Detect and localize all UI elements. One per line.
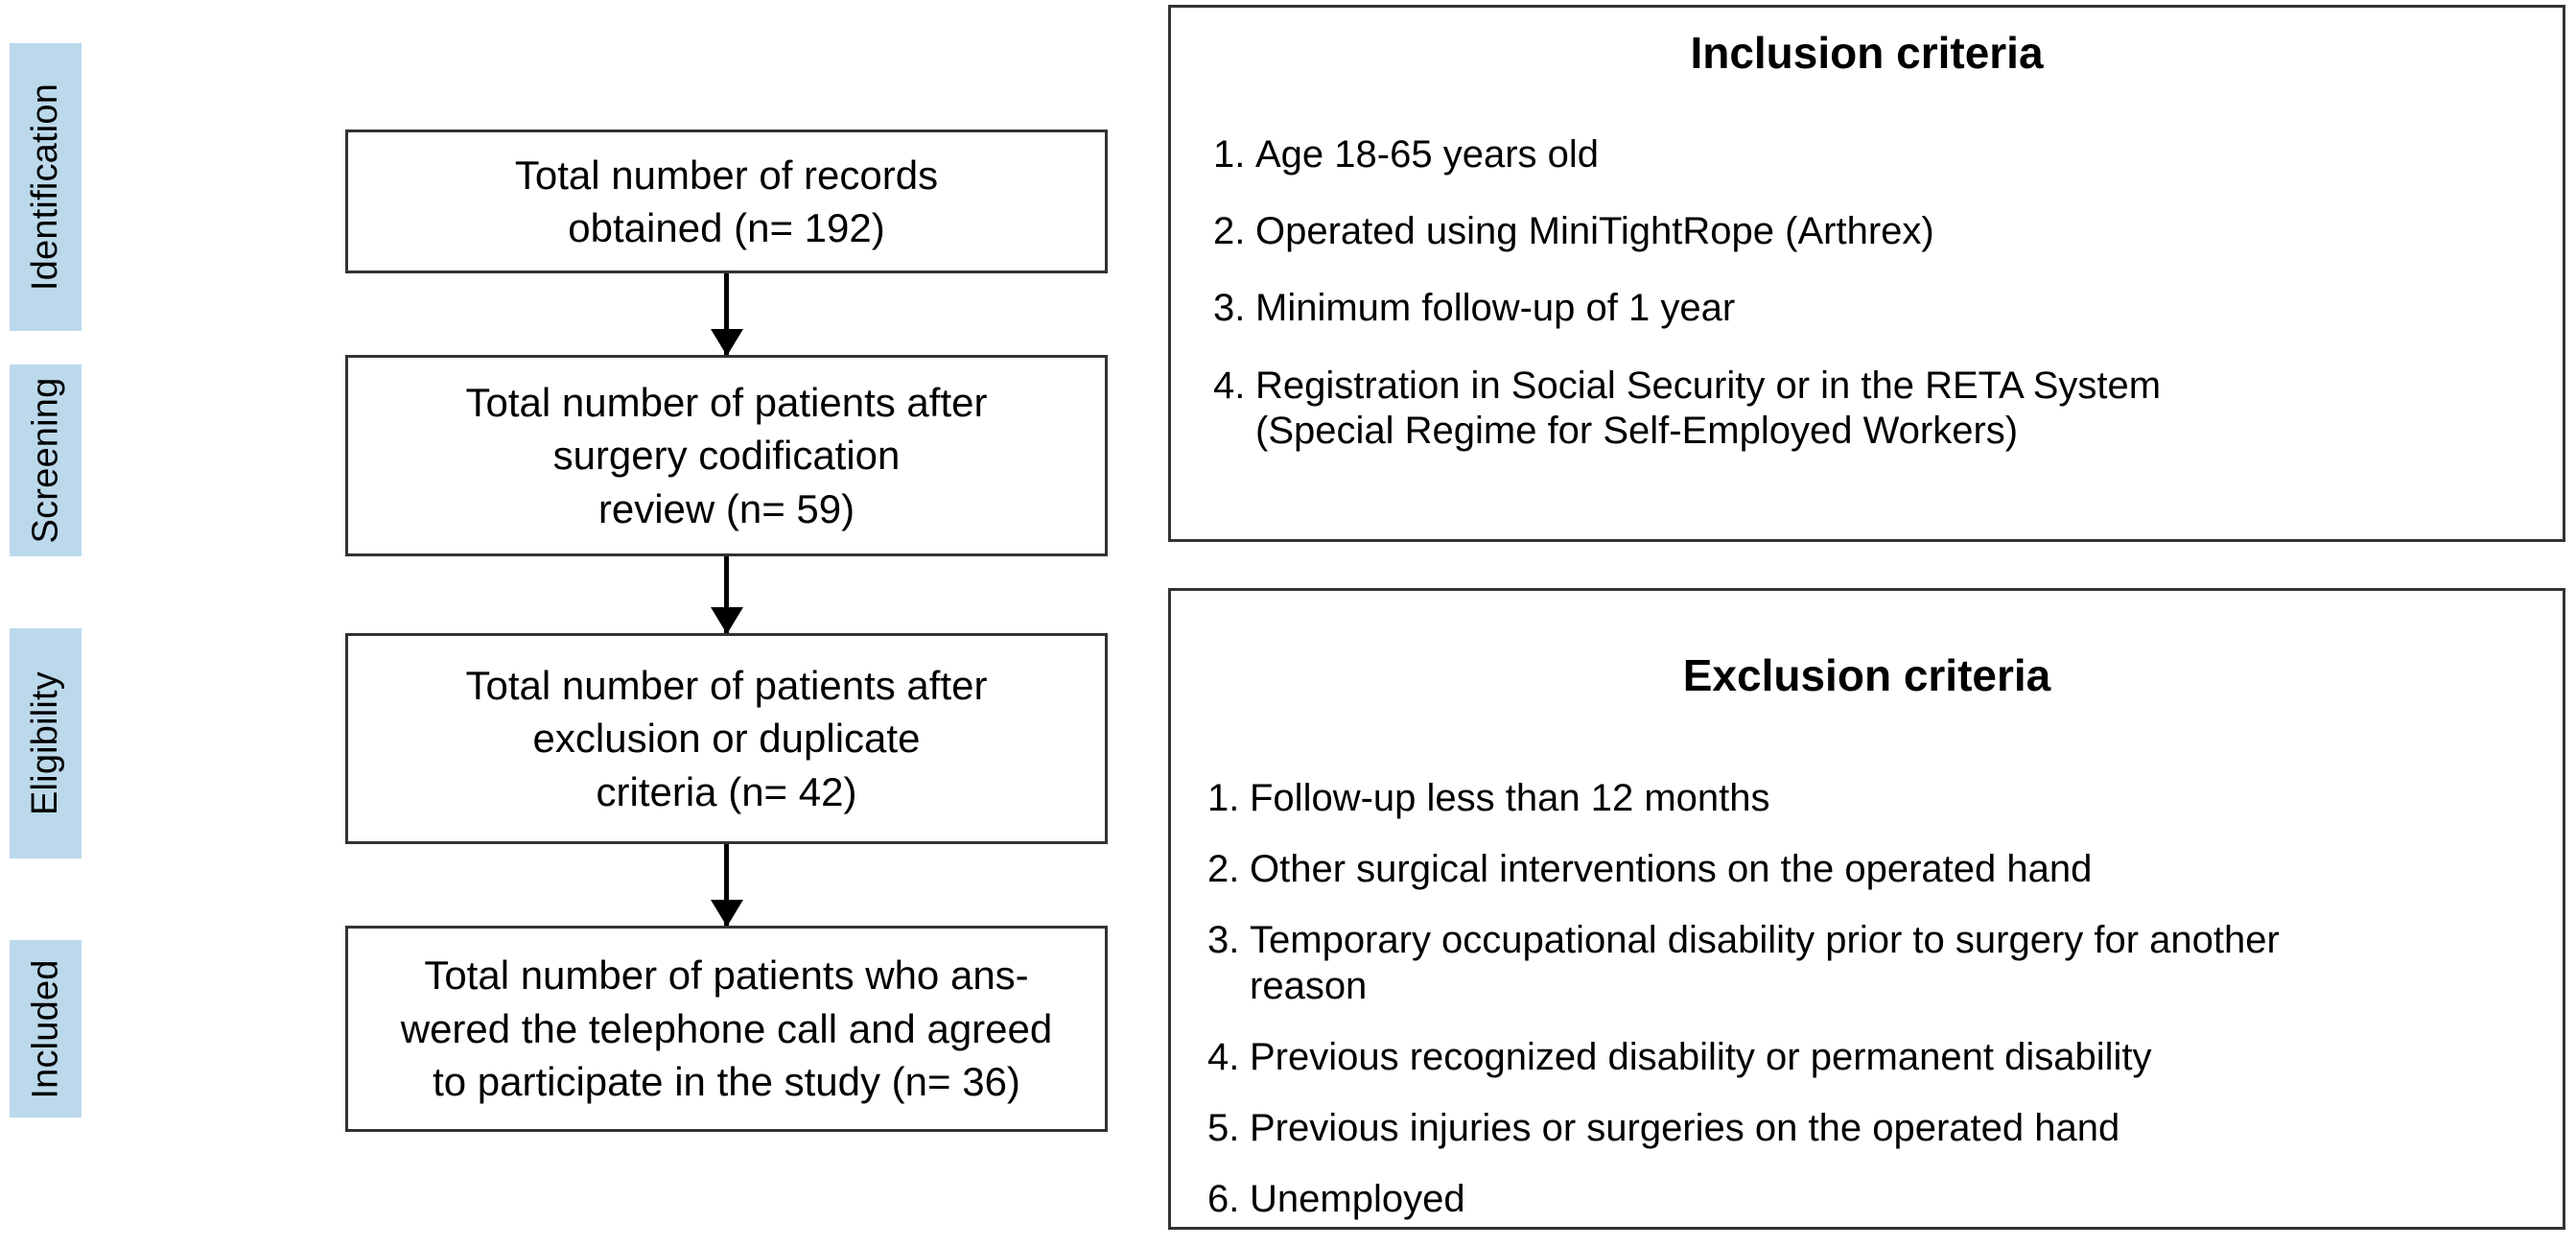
exclusion-criteria-item: 2.Other surgical interventions on the op… xyxy=(1207,847,2563,892)
exclusion-criteria-number: 2. xyxy=(1207,848,1240,891)
flow-box-3: Total number of patients after exclusion… xyxy=(345,633,1108,844)
inclusion-criteria-item: 2.Operated using MiniTightRope (Arthrex) xyxy=(1213,209,2563,254)
stage-label-eligibility: Eligibility xyxy=(10,628,82,859)
flow-box-text: Total number of patients after surgery c… xyxy=(465,379,988,531)
exclusion-criteria-panel: Exclusion criteria 1.Follow-up less than… xyxy=(1168,588,2565,1230)
stage-label-text: Included xyxy=(25,958,66,1099)
exclusion-criteria-text: Unemployed xyxy=(1250,1178,1465,1221)
inclusion-criteria-number: 3. xyxy=(1213,287,1246,330)
inclusion-criteria-panel: Inclusion criteria 1.Age 18-65 years old… xyxy=(1168,5,2565,542)
exclusion-criteria-text: Previous recognized disability or perman… xyxy=(1250,1035,2152,1078)
inclusion-criteria-item: 3.Minimum follow-up of 1 year xyxy=(1213,286,2563,331)
flow-arrow-3-icon xyxy=(724,844,729,926)
stage-label-identification: Identification xyxy=(10,43,82,331)
stage-label-text: Screening xyxy=(25,377,66,544)
flow-box-text: Total number of patients after exclusion… xyxy=(465,662,988,814)
inclusion-criteria-title: Inclusion criteria xyxy=(1690,28,2044,78)
inclusion-criteria-number: 1. xyxy=(1213,133,1246,176)
exclusion-criteria-item: 6.Unemployed xyxy=(1207,1177,2563,1222)
flow-box-4: Total number of patients who ans- wered … xyxy=(345,926,1108,1132)
flow-box-2: Total number of patients after surgery c… xyxy=(345,355,1108,556)
exclusion-criteria-number: 3. xyxy=(1207,919,1240,962)
exclusion-criteria-number: 6. xyxy=(1207,1178,1240,1221)
inclusion-criteria-item: 4.Registration in Social Security or in … xyxy=(1213,364,2563,454)
exclusion-criteria-number: 5. xyxy=(1207,1106,1240,1149)
inclusion-criteria-text: Minimum follow-up of 1 year xyxy=(1255,287,1736,330)
inclusion-criteria-number: 4. xyxy=(1213,364,1246,407)
exclusion-criteria-text: Follow-up less than 12 months xyxy=(1250,777,1770,819)
exclusion-criteria-item: 4.Previous recognized disability or perm… xyxy=(1207,1035,2563,1080)
stage-label-text: Identification xyxy=(25,82,66,292)
flow-box-text: Total number of records obtained (n= 192… xyxy=(514,152,939,250)
stage-label-text: Eligibility xyxy=(25,671,66,816)
inclusion-criteria-text: Registration in Social Security or in th… xyxy=(1255,364,2162,452)
flow-box-1: Total number of records obtained (n= 192… xyxy=(345,129,1108,273)
stage-label-screening: Screening xyxy=(10,365,82,556)
inclusion-criteria-number: 2. xyxy=(1213,210,1246,253)
exclusion-criteria-item: 3.Temporary occupational disability prio… xyxy=(1207,918,2563,1008)
stage-label-included: Included xyxy=(10,940,82,1118)
exclusion-criteria-text: Temporary occupational disability prior … xyxy=(1250,919,2280,1007)
flow-arrow-1-icon xyxy=(724,273,729,355)
inclusion-criteria-text: Operated using MiniTightRope (Arthrex) xyxy=(1255,210,1934,253)
inclusion-criteria-item: 1.Age 18-65 years old xyxy=(1213,132,2563,177)
flow-arrow-2-icon xyxy=(724,556,729,633)
exclusion-criteria-text: Other surgical interventions on the oper… xyxy=(1250,848,2093,891)
exclusion-criteria-text: Previous injuries or surgeries on the op… xyxy=(1250,1106,2120,1149)
exclusion-criteria-number: 4. xyxy=(1207,1035,1240,1078)
exclusion-criteria-title: Exclusion criteria xyxy=(1682,650,2051,700)
inclusion-criteria-text: Age 18-65 years old xyxy=(1255,133,1600,176)
exclusion-criteria-number: 1. xyxy=(1207,777,1240,819)
exclusion-criteria-item: 1.Follow-up less than 12 months xyxy=(1207,776,2563,821)
exclusion-criteria-item: 5.Previous injuries or surgeries on the … xyxy=(1207,1106,2563,1151)
flow-box-text: Total number of patients who ans- wered … xyxy=(400,953,1053,1105)
